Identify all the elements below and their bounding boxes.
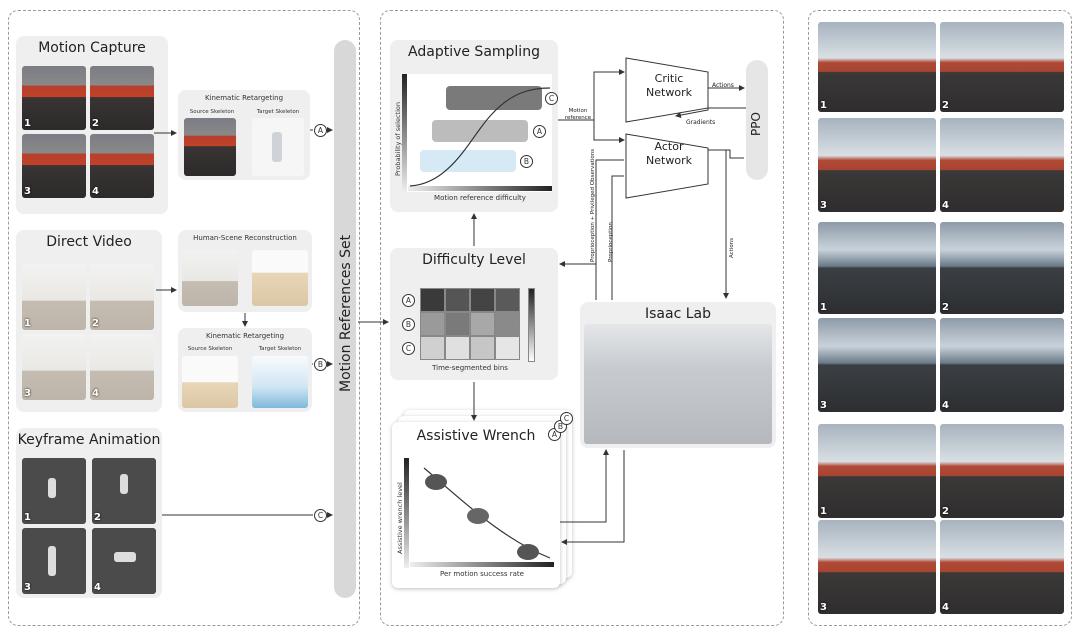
difficulty-heatmap — [420, 288, 520, 360]
video-frame-2: 2 — [90, 264, 154, 330]
source-skeleton-label-1: Source Skeleton — [189, 109, 235, 115]
result-group3-frame-4: 4 — [940, 520, 1064, 614]
source-skeleton-image-2 — [182, 356, 238, 408]
marker-b-video: B — [314, 358, 327, 371]
direct-video-title: Direct Video — [46, 234, 132, 250]
human-scene-input-image — [182, 250, 238, 306]
selection-probability-curve — [409, 87, 551, 187]
assistive-wrench-title: Assistive Wrench — [416, 428, 536, 444]
row-marker-b: B — [402, 318, 415, 331]
keyframe-animation-card: Keyframe Animation 1 2 3 4 — [16, 428, 162, 598]
motion-reference-label: Motion reference — [564, 108, 592, 121]
marker-b-sampling: B — [520, 155, 533, 168]
video-frame-1: 1 — [22, 264, 86, 330]
motion-capture-title: Motion Capture — [38, 40, 146, 56]
difficulty-level-xlabel: Time-segmented bins — [432, 364, 508, 372]
direct-video-card: Direct Video 1 2 3 4 — [16, 230, 162, 412]
wrench-level-gradient-bar — [404, 458, 409, 568]
keyframe-frame-3: 3 — [22, 528, 86, 594]
video-frame-4: 4 — [90, 334, 154, 400]
row-marker-a: A — [402, 294, 415, 307]
mocap-frame-1: 1 — [22, 66, 86, 130]
marker-c-wrench: C — [560, 412, 573, 425]
isaac-lab-title: Isaac Lab — [645, 306, 711, 322]
ppo-block — [746, 60, 768, 180]
gradients-label: Gradients — [686, 119, 716, 126]
isaac-lab-card: Isaac Lab — [580, 302, 776, 448]
kinematic-retargeting-card-2: Kinematic Retargeting Source Skeleton Ta… — [178, 328, 312, 412]
right-panel — [808, 10, 1072, 626]
result-group1-frame-1: 1 — [818, 22, 936, 112]
target-skeleton-label-2: Target Skeleton — [258, 346, 302, 352]
adaptive-sampling-card: Adaptive Sampling Probability of selecti… — [390, 40, 558, 212]
result-group1-frame-3: 3 — [818, 118, 936, 212]
adaptive-sampling-xlabel: Motion reference difficulty — [434, 194, 526, 202]
kinematic-retargeting-title-2: Kinematic Retargeting — [205, 332, 285, 340]
isaac-lab-simulation-image — [584, 324, 772, 444]
result-group2-frame-3: 3 — [818, 318, 936, 412]
sample-group-c — [446, 86, 542, 110]
human-scene-card: Human-Scene Reconstruction — [178, 230, 312, 312]
adaptive-sampling-title: Adaptive Sampling — [408, 44, 540, 60]
network-shapes — [625, 57, 709, 199]
motion-capture-card: Motion Capture 1 2 3 4 — [16, 36, 168, 214]
row-marker-c: C — [402, 342, 415, 355]
mocap-frame-2: 2 — [90, 66, 154, 130]
keyframe-frame-2: 2 — [92, 458, 156, 524]
keyframe-frame-4: 4 — [92, 528, 156, 594]
left-panel — [8, 10, 360, 626]
probability-gradient-bar — [402, 74, 407, 192]
keyframe-animation-title: Keyframe Animation — [17, 432, 161, 448]
assistive-wrench-xlabel: Per motion success rate — [440, 570, 524, 578]
difficulty-level-card: Difficulty Level A B C Time-segmented bi… — [390, 248, 558, 380]
marker-a-sampling: A — [533, 125, 546, 138]
marker-c-sampling: C — [545, 92, 558, 105]
assistive-wrench-card: Assistive Wrench Assistive wrench level … — [392, 422, 560, 588]
target-skeleton-image-2 — [252, 356, 308, 408]
target-skeleton-label-1: Target Skeleton — [256, 109, 300, 115]
result-group3-frame-2: 2 — [940, 424, 1064, 518]
middle-panel — [380, 10, 784, 626]
source-skeleton-image-1 — [184, 118, 236, 176]
sample-group-b — [420, 150, 516, 172]
kinematic-retargeting-card-1: Kinematic Retargeting Source Skeleton Ta… — [178, 90, 310, 180]
result-group1-frame-2: 2 — [940, 22, 1064, 112]
result-group2-frame-1: 1 — [818, 222, 936, 314]
result-group3-frame-3: 3 — [818, 520, 936, 614]
difficulty-gradient-bar — [408, 186, 552, 191]
result-group2-frame-2: 2 — [940, 222, 1064, 314]
result-group2-frame-4: 4 — [940, 318, 1064, 412]
result-group3-frame-1: 1 — [818, 424, 936, 518]
difficulty-level-title: Difficulty Level — [422, 252, 526, 268]
target-skeleton-image-1 — [252, 118, 304, 176]
assistive-wrench-curve — [423, 467, 551, 560]
heatmap-colorbar — [528, 288, 535, 362]
actions-top-label: Actions — [712, 82, 734, 89]
success-rate-gradient-bar — [410, 562, 554, 567]
kinematic-retargeting-title-1: Kinematic Retargeting — [204, 94, 284, 102]
result-group1-frame-4: 4 — [940, 118, 1064, 212]
mocap-frame-3: 3 — [22, 134, 86, 198]
mocap-frame-4: 4 — [90, 134, 154, 198]
human-scene-output-image — [252, 250, 308, 306]
source-skeleton-label-2: Source Skeleton — [187, 346, 233, 352]
sample-group-a — [432, 120, 528, 142]
video-frame-3: 3 — [22, 334, 86, 400]
keyframe-frame-1: 1 — [22, 458, 86, 524]
motion-references-set-bar — [334, 40, 356, 598]
human-scene-title: Human-Scene Reconstruction — [193, 234, 297, 242]
